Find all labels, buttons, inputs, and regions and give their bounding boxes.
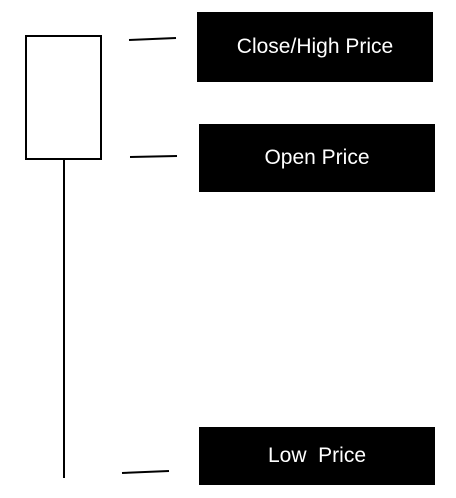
candle-body	[25, 35, 102, 160]
close-high-pointer-line	[128, 37, 177, 41]
low-pointer-line	[121, 470, 170, 474]
low-price-label: Low Price	[199, 427, 435, 485]
open-pointer-line	[129, 155, 178, 158]
open-price-label: Open Price	[199, 124, 435, 192]
close-high-price-label: Close/High Price	[197, 12, 433, 82]
